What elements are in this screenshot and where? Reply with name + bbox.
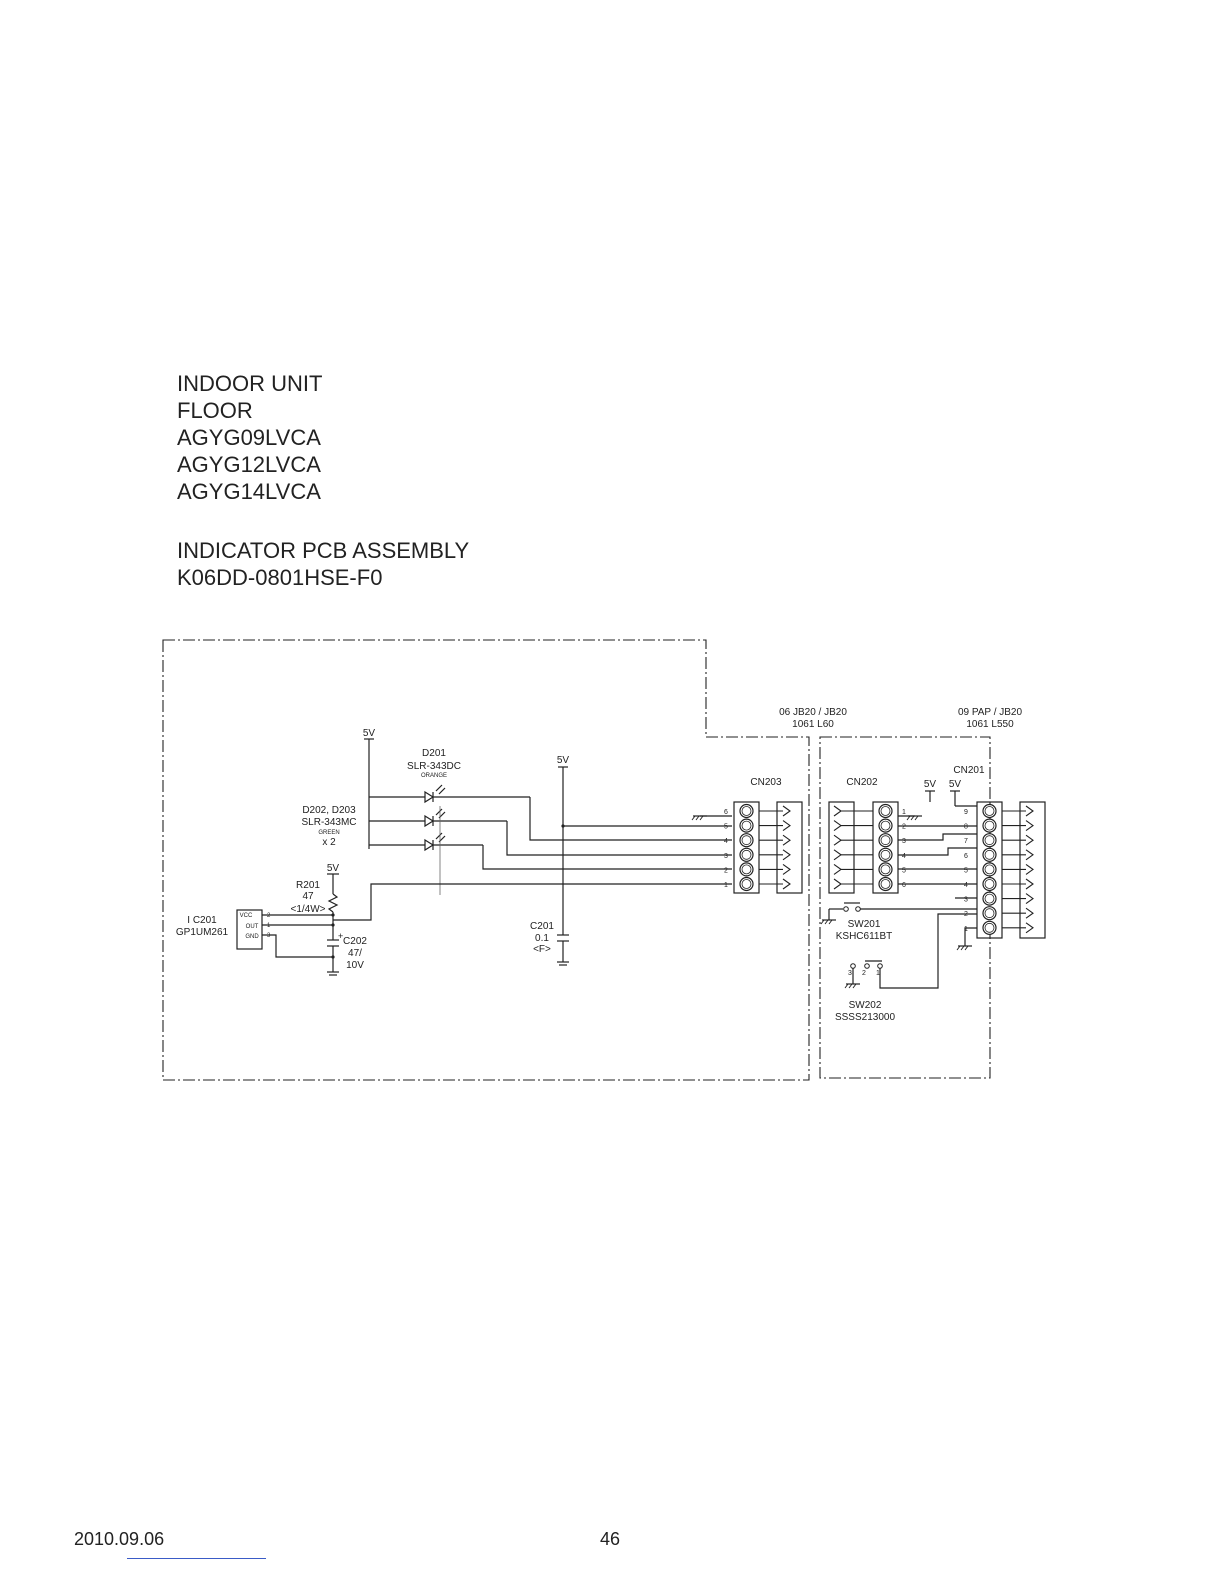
label-c202-value: 47/ [348,948,362,959]
label-sw202-pin2: 2 [862,970,866,977]
cn201-pin-labels: 9 8 7 6 5 4 3 2 1 [964,809,968,933]
label-d202-qty: x 2 [322,837,336,848]
model-agyg14lvca: AGYG14LVCA [177,479,321,504]
sub-5v-symbols [925,790,977,807]
label-sw202-pin1: 1 [876,970,880,977]
label-harness2-type: 09 PAP / JB20 [958,707,1023,718]
cn201-ground [964,927,977,946]
assembly-part-number: K06DD-0801HSE-F0 [177,565,383,590]
capacitor-c202 [327,939,339,976]
cn202-pin-label: 5 [902,867,906,874]
label-cn201: CN201 [953,765,985,776]
switch-sw202 [850,913,977,989]
label-r201-watt: <1/4W> [290,904,325,915]
ground-symbols [691,815,972,989]
cn203-pin-labels: 6 5 4 3 2 1 [724,809,728,889]
label-harness2-length: 1061 L550 [966,719,1014,730]
led-5v-rail: 5V [363,728,376,849]
cn201-pin-label: 9 [964,809,968,816]
label-cn202: CN202 [846,777,878,788]
cn202-pin-label: 6 [902,882,906,889]
cn203-pin-label: 1 [724,882,728,889]
title-line-floor: FLOOR [177,398,253,423]
label-ic-vcc: VCC [240,913,253,919]
label-c202-plus: + [338,931,343,941]
cn201-pin-label: 6 [964,853,968,860]
model-agyg12lvca: AGYG12LVCA [177,452,321,477]
label-d201-part: SLR-343DC [407,761,461,772]
label-r201-value: 47 [302,891,314,902]
footer-page-number: 46 [600,1529,621,1549]
label-d201: D201 [422,748,446,759]
footer-underline [127,1558,266,1559]
label-ic201: I C201 [187,915,217,926]
label-harness1-length: 1061 L60 [792,719,834,730]
label-ic-pin2: 2 [267,913,271,919]
label-ic-pin1: 1 [267,923,271,929]
label-ic-gnd: GND [245,934,259,940]
cn202-pin-labels: 1 2 3 4 5 6 [902,809,906,889]
connector-cn202 [828,801,899,894]
label-d202-part: SLR-343MC [301,817,356,828]
led-wires-to-cn203 [333,797,732,921]
label-c202: C202 [343,936,367,947]
cn203-pin-label: 6 [724,809,728,816]
label-c201: C201 [530,921,554,932]
led-d201 [369,784,530,804]
label-ic201-part: GP1UM261 [176,927,229,938]
sub-board-outline [819,736,991,1079]
label-r201: R201 [296,880,320,891]
label-c201-value: 0.1 [535,933,549,944]
label-c201-type: <F> [533,944,551,955]
capacitor-c201 [557,766,569,966]
label-5v-r201: 5V [327,863,340,874]
cn201-pin-label: 1 [964,926,968,933]
led-d202 [369,808,507,828]
label-d201-color: ORANGE [421,773,447,779]
label-sw201-part: KSHC611BT [836,931,893,942]
label-harness1-type: 06 JB20 / JB20 [779,707,847,718]
switch-sw201 [828,902,977,920]
main-board-outline [162,639,810,1081]
led-d203 [369,832,483,852]
label-sw201: SW201 [848,919,881,930]
cn201-pin-label: 5 [964,867,968,874]
label-sw202: SW202 [849,1000,882,1011]
footer-date: 2010.09.06 [74,1529,165,1549]
connector-cn201 [976,801,1046,939]
label-ic-pin3: 3 [267,933,271,939]
label-sw202-pin3: 3 [848,970,852,977]
cn202-pin-label: 2 [902,824,906,831]
cn201-pin-label: 7 [964,838,968,845]
cn202-pin-label: 4 [902,853,906,860]
label-5v-sub-a: 5V [924,779,937,790]
connector-cn203 [733,801,803,894]
ic201-receiver [236,909,335,959]
cn203-pin-label: 3 [724,853,728,860]
assembly-title: INDICATOR PCB ASSEMBLY [177,538,470,563]
label-5v-c201: 5V [557,755,570,766]
label-5v-sub-b: 5V [949,779,962,790]
label-d202: D202, D203 [302,805,356,816]
cn201-pin-label: 2 [964,911,968,918]
label-d202-color: GREEN [318,830,339,836]
cn202-to-cn201-wires [898,815,977,899]
cn202-pin-label: 1 [902,809,906,816]
cn202-pin-label: 3 [902,838,906,845]
label-sw202-part: SSSS213000 [835,1012,895,1023]
label-cn203: CN203 [750,777,782,788]
cn203-pin-label: 2 [724,867,728,874]
cn201-pin-label: 3 [964,897,968,904]
cn203-pin-label: 5 [724,824,728,831]
label-5v-led: 5V [363,728,376,739]
label-c202-voltage: 10V [346,960,364,971]
model-agyg09lvca: AGYG09LVCA [177,425,321,450]
title-line-indoor-unit: INDOOR UNIT [177,371,323,396]
label-ic-out: OUT [246,924,259,930]
cn203-pin-label: 4 [724,838,728,845]
cn201-pin-label: 4 [964,882,968,889]
cn201-pin-label: 8 [964,824,968,831]
